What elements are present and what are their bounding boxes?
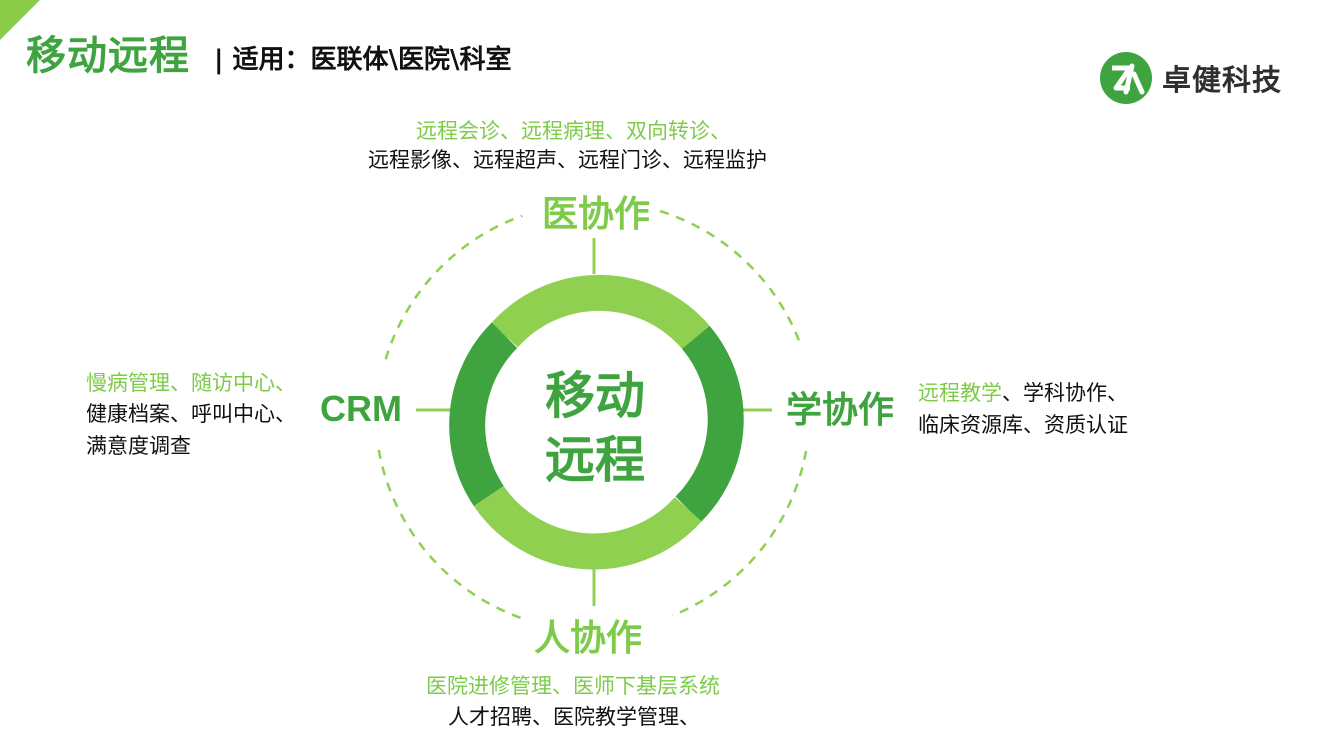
center-line-1: 移动 xyxy=(545,367,645,425)
right-desc-green: 远程教学 xyxy=(918,381,1002,405)
left-desc-line-1: 慢病管理、随访中心、 xyxy=(86,371,296,395)
company-logo: 卓健科技 xyxy=(1100,52,1282,104)
right-desc-black: 、学科协作、 xyxy=(1002,381,1128,405)
zj-logo-icon xyxy=(1100,52,1152,104)
ring-segment-bottom xyxy=(473,485,702,570)
bottom-desc-line-1: 医院进修管理、医师下基层系统 xyxy=(426,674,720,698)
dashed-arc-top-left xyxy=(384,214,523,360)
ring-segment-left xyxy=(449,322,518,507)
bottom-desc-line-2: 人才招聘、医院教学管理、 xyxy=(448,705,700,729)
node-label-top: 医协作 xyxy=(542,194,651,235)
center-line-2: 远程 xyxy=(545,431,645,489)
page-title: 移动远程 xyxy=(26,33,190,79)
ring-segment-top xyxy=(491,274,710,350)
top-desc-line-1: 远程会诊、远程病理、双向转诊、 xyxy=(416,119,731,143)
ring-segment-right xyxy=(675,325,744,523)
node-label-bottom: 人协作 xyxy=(534,618,643,659)
left-desc-line-3: 满意度调查 xyxy=(86,434,191,458)
company-name: 卓健科技 xyxy=(1162,63,1283,97)
page-subtitle: | 适用：医联体\医院\科室 xyxy=(214,45,512,75)
dashed-arc-top-right xyxy=(659,209,803,347)
node-label-left: CRM xyxy=(320,388,402,429)
top-desc-line-2: 远程影像、远程超声、远程门诊、远程监护 xyxy=(368,148,767,172)
node-label-right: 学协作 xyxy=(786,390,895,431)
dashed-arc-bottom-right xyxy=(671,450,808,617)
diagram-center-label: 移动 远程 xyxy=(520,364,670,492)
connector-lines xyxy=(416,238,772,606)
outer-dashed-ring xyxy=(377,209,808,619)
main-ring xyxy=(449,274,744,570)
corner-decoration xyxy=(0,0,40,40)
left-desc-line-2: 健康档案、呼叫中心、 xyxy=(86,402,296,426)
right-desc-line-2: 临床资源库、资质认证 xyxy=(918,413,1128,437)
right-desc-line-1: 远程教学、学科协作、 xyxy=(918,378,1128,409)
